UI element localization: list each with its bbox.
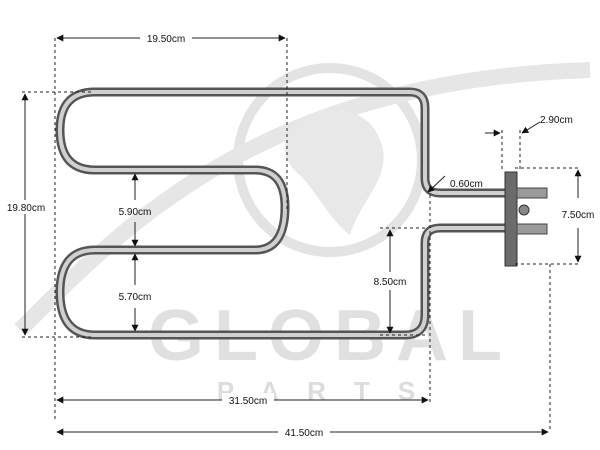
terminal-top [516, 187, 548, 199]
label-top-width: 19.50cm [147, 34, 185, 45]
mounting-bracket [504, 171, 518, 267]
label-tube-offset: 0.60cm [450, 179, 483, 190]
label-gap-lower: 5.70cm [119, 292, 152, 303]
watermark-continent-shape [285, 109, 384, 235]
terminal-bracket [504, 171, 548, 267]
label-length-to-bend: 31.50cm [229, 396, 267, 407]
label-overall-length: 41.50cm [285, 428, 323, 439]
label-bracket-height: 7.50cm [562, 210, 595, 221]
label-terminal-width: 2.90cm [540, 115, 573, 126]
extension-lines [22, 38, 580, 430]
label-height-total: 19.80cm [7, 203, 45, 214]
heating-element-tube [55, 87, 510, 340]
label-terminal-to-bottom: 8.50cm [374, 277, 407, 288]
dim-terminal-width-right [521, 121, 541, 134]
dimension-labels: 19.50cm 19.80cm 5.90cm 5.70cm 8.50cm 31.… [2, 31, 594, 439]
label-gap-upper: 5.90cm [119, 207, 152, 218]
terminal-nut-top [518, 204, 530, 216]
terminal-bottom [516, 223, 548, 235]
dim-tube-offset-line [427, 175, 446, 193]
